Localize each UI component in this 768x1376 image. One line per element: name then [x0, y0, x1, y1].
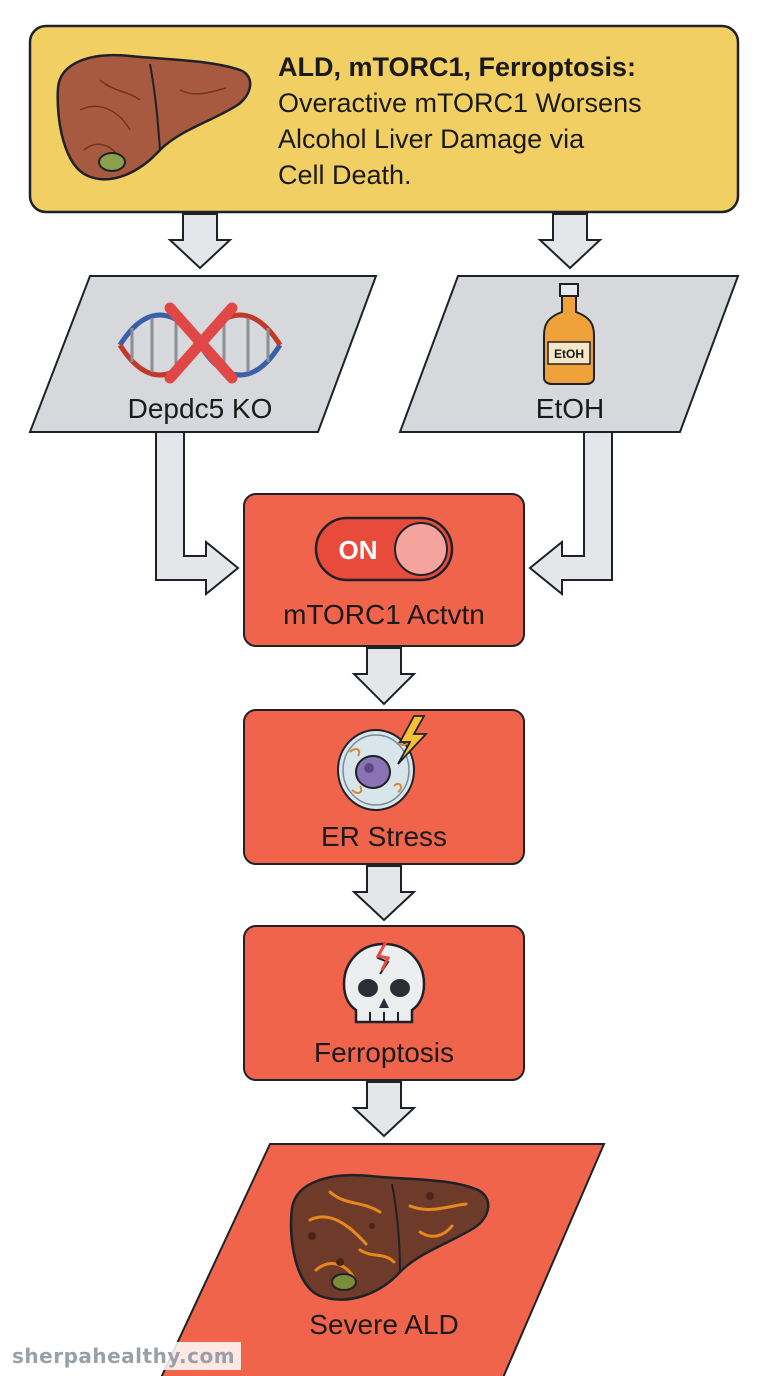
ferroptosis-node: Ferroptosis — [243, 925, 525, 1081]
severe-ald-node: Severe ALD — [160, 1143, 606, 1376]
bottle-icon: EtOH — [543, 283, 595, 385]
header-subtitle-line-3: Cell Death. — [278, 160, 412, 190]
etoh-node: EtOH EtOH — [398, 275, 740, 433]
cracked-skull-icon — [342, 941, 426, 1024]
damaged-liver-icon — [289, 1173, 490, 1301]
depdc5-node: Depdc5 KO — [28, 275, 378, 433]
severe-ald-label: Severe ALD — [309, 1309, 458, 1340]
arrow-ferroptosis-to-severe-ald — [351, 1081, 417, 1138]
depdc5-label: Depdc5 KO — [128, 393, 273, 424]
header-box: ALD, mTORC1, Ferroptosis: Overactive mTO… — [28, 24, 740, 214]
header-subtitle-line-1: Overactive mTORC1 Worsens — [278, 88, 642, 118]
arrow-depdc5-to-mtorc1 — [155, 431, 240, 597]
header-subtitle-line-2: Alcohol Liver Damage via — [278, 124, 585, 154]
arrow-header-to-depdc5 — [167, 213, 233, 270]
dna-crossed-icon — [117, 302, 283, 384]
toggle-on-text: ON — [339, 535, 378, 565]
on-toggle-icon: ON — [314, 516, 454, 582]
arrow-mtorc1-to-er-stress — [351, 647, 417, 706]
etoh-label: EtOH — [536, 393, 604, 424]
cell-lightning-icon — [337, 715, 429, 811]
ferroptosis-label: Ferroptosis — [314, 1037, 454, 1068]
bottle-label: EtOH — [554, 347, 584, 361]
arrow-header-to-etoh — [537, 213, 603, 270]
mtorc1-node: ON mTORC1 Actvtn — [243, 493, 525, 647]
liver-icon — [56, 53, 252, 181]
watermark: sherpahealthy.com — [6, 1342, 242, 1370]
arrow-er-stress-to-ferroptosis — [351, 865, 417, 922]
mtorc1-label: mTORC1 Actvtn — [283, 599, 485, 630]
er-stress-node: ER Stress — [243, 709, 525, 865]
header-title: ALD, mTORC1, Ferroptosis: — [278, 52, 636, 82]
er-stress-label: ER Stress — [321, 821, 447, 852]
arrow-etoh-to-mtorc1 — [528, 431, 613, 597]
